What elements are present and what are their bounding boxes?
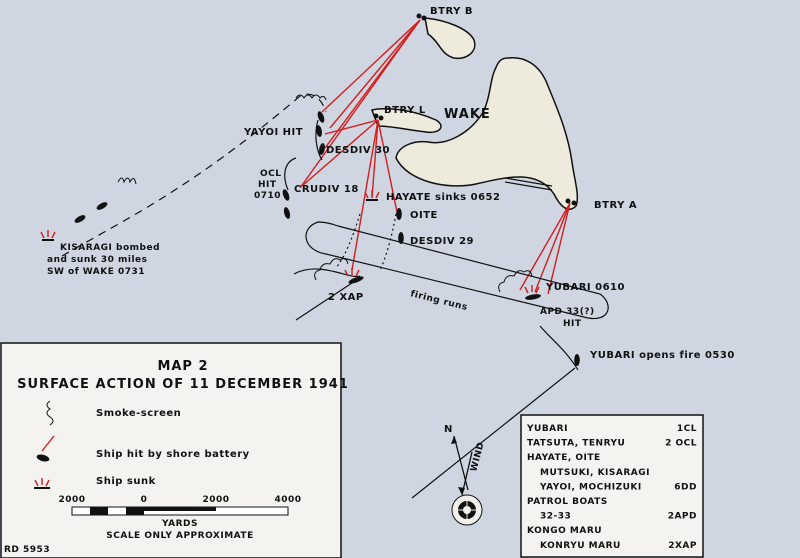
scale-note: SCALE ONLY APPROXIMATE <box>106 531 253 541</box>
battery-b-label: BTRY B <box>430 6 473 17</box>
legend-title-action: SURFACE ACTION OF 11 DECEMBER 1941 <box>17 377 349 392</box>
battery-l-label: BTRY L <box>384 105 426 116</box>
apd-hit-label-1: APD 33(?) <box>540 307 595 317</box>
ship-tracks <box>61 93 609 499</box>
oob-ship-name: PATROL BOATS <box>527 497 608 507</box>
oob-ship-name: YUBARI <box>526 424 568 434</box>
hayate-label: HAYATE sinks 0652 <box>386 192 500 203</box>
scale-tick-label: 2000 <box>58 495 85 505</box>
oob-ship-type: 2 OCL <box>665 439 697 449</box>
desdiv30-label: DESDIV 30 <box>326 145 390 156</box>
oob-ship-name: MUTSUKI, KISARAGI <box>540 468 650 478</box>
legend: MAP 2 SURFACE ACTION OF 11 DECEMBER 1941… <box>0 342 349 558</box>
yayoi-label: YAYOI HIT <box>243 127 303 138</box>
oob-ship-name: HAYATE, OITE <box>527 453 601 463</box>
legend-item-sunk: Ship sunk <box>96 476 156 487</box>
kisaragi-label-2: and sunk 30 miles <box>47 255 148 265</box>
oob-ship-name: YAYOI, MOCHIZUKI <box>539 482 642 492</box>
order-of-battle: YUBARI 1CL TATSUTA, TENRYU 2 OCL HAYATE, OIT… <box>520 414 704 558</box>
scale-bar: 2000 0 2000 4000 YARDS SCALE ONLY APPROX… <box>58 495 301 541</box>
oob-ship-name: KONGO MARU <box>527 526 602 536</box>
oob-ship-type: 6DD <box>674 482 697 492</box>
ocl-hit-label-2: HIT <box>258 180 277 190</box>
shore-battery-fire-lines <box>299 19 571 295</box>
legend-item-hit: Ship hit by shore battery <box>96 449 250 460</box>
oob-ship-name: KONRYU MARU <box>540 541 621 551</box>
compass-rose-emblem <box>451 494 483 526</box>
kisaragi-label-3: SW of WAKE 0731 <box>47 267 145 277</box>
legend-ship-icon <box>36 454 50 462</box>
legend-fire-line-icon <box>41 435 55 452</box>
island-label: WAKE <box>444 107 491 122</box>
oob-ship-type: 1CL <box>677 424 697 434</box>
ships <box>74 111 580 366</box>
yubari-0610-label: YUBARI 0610 <box>545 282 625 293</box>
legend-sunk-icon <box>34 478 50 489</box>
kisaragi-label-1: KISARAGI bombed <box>60 243 160 253</box>
compass: N WIND <box>444 424 487 526</box>
battery-a-label: BTRY A <box>594 200 637 211</box>
desdiv29-label: DESDIV 29 <box>410 236 474 247</box>
oob-ship-name: TATSUTA, TENRYU <box>527 439 625 449</box>
legend-smoke-icon <box>46 400 54 426</box>
wake-atoll <box>370 17 579 210</box>
ocl-hit-label-1: OCL <box>260 169 282 179</box>
apd-hit-label-2: HIT <box>563 319 582 329</box>
order-of-battle-rows: YUBARI 1CL TATSUTA, TENRYU 2 OCL HAYATE, OIT… <box>526 424 697 551</box>
smoke-screens <box>117 94 533 293</box>
crudiv-label: CRUDIV 18 <box>294 184 359 195</box>
sunk-markers <box>40 190 540 294</box>
legend-title-map: MAP 2 <box>157 359 208 374</box>
scale-unit: YARDS <box>161 519 198 529</box>
reference-number: RD 5953 <box>4 545 50 555</box>
map-labels: WAKE BTRY B BTRY L BTRY A YAYOI HIT DESD… <box>47 6 735 361</box>
scale-tick-label: 4000 <box>274 495 301 505</box>
yubari-opens-fire-label: YUBARI opens fire 0530 <box>589 350 735 361</box>
ocl-hit-label-3: 0710 <box>254 191 281 201</box>
compass-north-label: N <box>444 424 453 435</box>
scale-tick-label: 2000 <box>202 495 229 505</box>
scale-tick-label: 0 <box>141 495 148 505</box>
legend-item-smoke: Smoke-screen <box>96 408 181 419</box>
oob-ship-type: 2XAP <box>668 541 697 551</box>
oob-ship-type: 2APD <box>668 512 697 522</box>
battery-markers <box>373 13 577 206</box>
oite-label: OITE <box>410 210 438 221</box>
oob-ship-name: 32-33 <box>540 512 571 522</box>
xap-label: 2 XAP <box>328 292 364 303</box>
